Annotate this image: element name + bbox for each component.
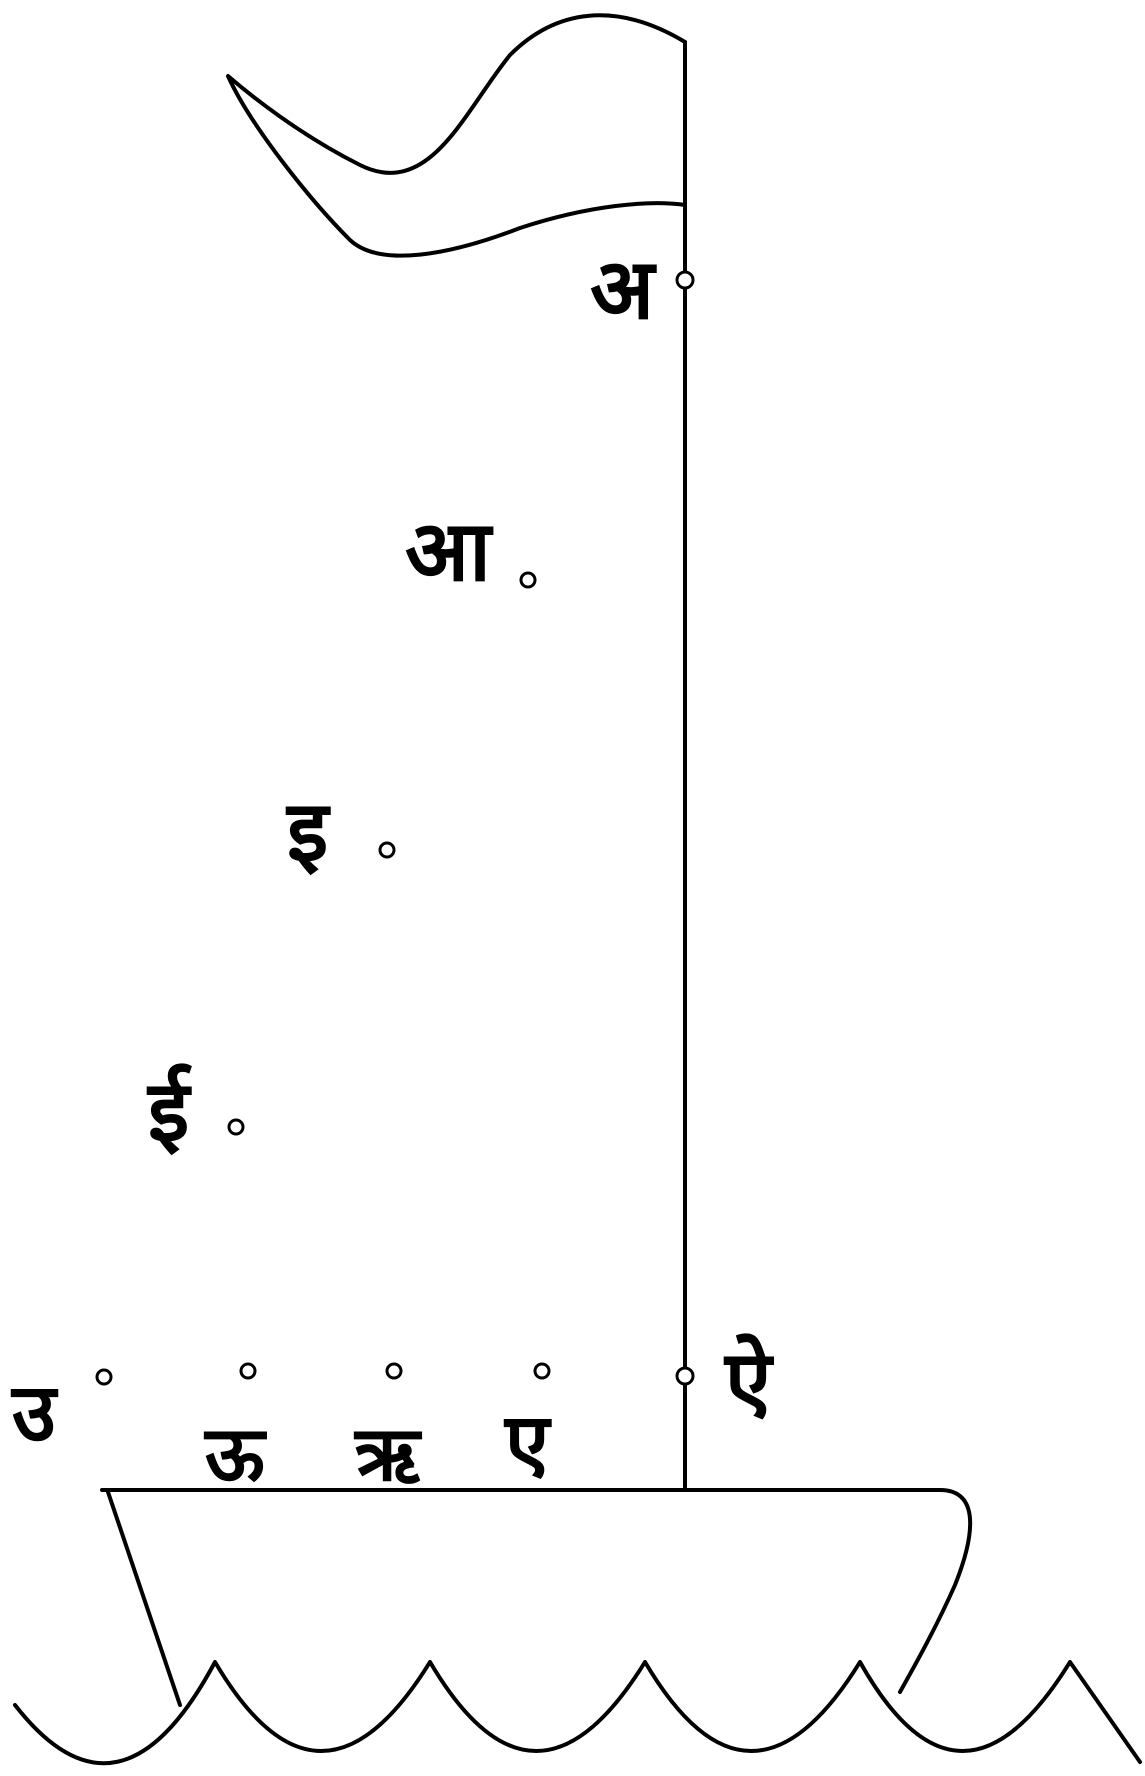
marker-dot-ii [227, 1118, 245, 1136]
letter-a: अ [590, 240, 657, 338]
letter-ii: ई [146, 1062, 192, 1160]
boat-hull [100, 1488, 973, 1707]
letter-i: इ [285, 782, 331, 880]
marker-dot-uu [239, 1362, 257, 1380]
marker-dot-i [378, 841, 396, 859]
letter-uu: ऊ [203, 1409, 267, 1498]
marker-dot-e [533, 1362, 551, 1380]
flag [226, 13, 687, 258]
waves [13, 1660, 1142, 1766]
letter-aa: आ [405, 502, 494, 600]
marker-dot-aa [519, 571, 537, 589]
letter-e: ए [503, 1396, 552, 1489]
letter-u: उ [10, 1366, 59, 1459]
letter-ri: ऋ [353, 1409, 423, 1498]
marker-dot-u [95, 1368, 113, 1386]
marker-dot-a [675, 270, 695, 290]
marker-dot-ri [385, 1362, 403, 1380]
letter-ai: ऐ [723, 1332, 775, 1430]
marker-dot-ai [675, 1366, 695, 1386]
